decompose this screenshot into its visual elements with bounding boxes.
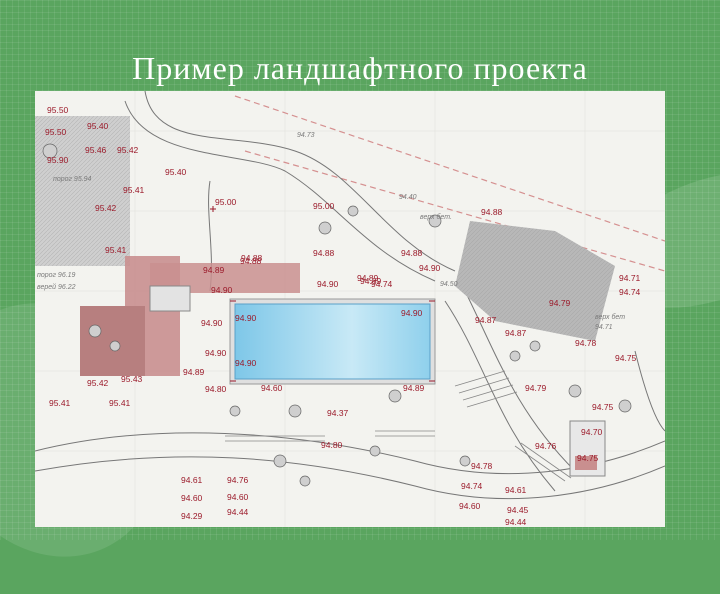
annotation-label: порог 95.94 — [53, 176, 92, 183]
elevation-label: 94.40 — [399, 194, 417, 201]
elevation-label: 94.90 — [419, 263, 441, 273]
elevation-label: 95.41 — [105, 245, 127, 255]
gazebo-deck — [80, 306, 145, 376]
elevation-label: 94.60 — [227, 492, 249, 502]
elevation-label: 94.37 — [327, 408, 349, 418]
elevation-label: 94.79 — [525, 383, 547, 393]
elevation-label: 95.50 — [47, 105, 69, 115]
shrubs — [42, 143, 632, 487]
bottom-right-deck — [575, 456, 597, 470]
elevation-label: 94.88 — [241, 253, 263, 263]
elevation-label: 94.74 — [371, 279, 393, 289]
elevation-label: 95.41 — [49, 398, 71, 408]
elevation-label: 94.79 — [549, 298, 571, 308]
elevation-label: 94.88 — [313, 248, 335, 258]
elevation-label: 94.90 — [211, 285, 233, 295]
annotation-label: верх бет — [595, 313, 625, 321]
elevation-label: 94.90 — [401, 308, 423, 318]
elevation-label: 95.41 — [123, 185, 145, 195]
elevation-label: 95.40 — [87, 121, 109, 131]
elevation-label: 94.89 — [403, 383, 425, 393]
annotation-label: верх бет. — [420, 213, 452, 221]
terrace-building-block — [149, 285, 191, 312]
elevation-label: 94.90 — [235, 358, 257, 368]
elevation-label: 94.73 — [297, 132, 315, 139]
elevation-label: 94.78 — [575, 338, 597, 348]
elevation-label: 94.89 — [360, 276, 382, 286]
right-building-hatch — [455, 221, 615, 341]
elevation-label: 94.89 — [183, 367, 205, 377]
elevation-label: 94.80 — [205, 384, 227, 394]
elevation-label: 94.88 — [240, 256, 262, 266]
elevation-label: 94.76 — [227, 475, 249, 485]
elevation-labels: 95.50 95.40 95.50 95.46 95.42 95.90 95.4… — [45, 105, 641, 527]
plan-annotations: порог 95.94 порог 96.19 верей 96.22 верх… — [37, 176, 625, 331]
elevation-label: 94.44 — [505, 517, 527, 527]
annotation-label: порог 96.19 — [37, 272, 76, 279]
elevation-label: 94.75 — [615, 353, 637, 363]
elevation-label: 95.42 — [87, 378, 109, 388]
elevation-label: 94.87 — [475, 315, 497, 325]
elevation-label: 95.50 — [45, 127, 67, 137]
annotation-label: верей 96.22 — [37, 283, 76, 291]
elevation-label: 95.40 — [165, 167, 187, 177]
elevation-label: 95.00 — [313, 201, 335, 211]
elevation-label: 94.90 — [205, 348, 227, 358]
elevation-label: 94.90 — [201, 318, 223, 328]
elevation-label: 94.74 — [461, 481, 483, 491]
elevation-markers — [210, 206, 435, 382]
slide-title: Пример ландшафтного проекта — [132, 50, 588, 86]
elevation-label: 94.61 — [181, 475, 203, 485]
left-building-hatch — [35, 116, 130, 266]
swimming-pool — [234, 303, 431, 380]
elevation-label: 94.70 — [581, 427, 603, 437]
steps — [225, 370, 572, 482]
elevation-label: 94.61 — [505, 485, 527, 495]
elevation-label: 94.88 — [481, 207, 503, 217]
elevation-label: 94.90 — [317, 279, 339, 289]
elevation-label: 95.00 — [215, 197, 237, 207]
annotation-label: 94.50 — [440, 281, 458, 288]
elevation-label: 94.87 — [505, 328, 527, 338]
elevation-label: 94.75 — [577, 453, 599, 463]
landscape-plan-image: 95.50 95.40 95.50 95.46 95.42 95.90 95.4… — [35, 91, 665, 527]
elevation-label: 94.45 — [507, 505, 529, 515]
elevation-label: 94.89 — [203, 265, 225, 275]
elevation-label: 94.74 — [619, 287, 641, 297]
elevation-label: 94.60 — [459, 501, 481, 511]
elevation-label: 95.46 — [85, 145, 107, 155]
elevation-label: 94.60 — [181, 493, 203, 503]
elevation-label: 94.44 — [227, 507, 249, 517]
elevation-label: 94.29 — [181, 511, 203, 521]
annotation-label: 94.71 — [595, 324, 613, 331]
elevation-label: 94.75 — [592, 402, 614, 412]
elevation-label: 95.42 — [117, 145, 139, 155]
elevation-label: 94.60 — [261, 383, 283, 393]
elevation-label: 95.43 — [121, 374, 143, 384]
elevation-label: 94.78 — [471, 461, 493, 471]
landscape-plan-drawing: 95.50 95.40 95.50 95.46 95.42 95.90 95.4… — [35, 91, 665, 527]
property-lines — [234, 95, 665, 272]
elevation-label: 94.71 — [619, 273, 641, 283]
elevation-label: 94.90 — [235, 313, 257, 323]
elevation-label: 95.41 — [109, 398, 131, 408]
elevation-label: 94.80 — [321, 440, 343, 450]
elevation-label: 95.42 — [95, 203, 117, 213]
elevation-label: 94.76 — [535, 441, 557, 451]
elevation-label: 94.89 — [357, 273, 379, 283]
elevation-label: 94.88 — [401, 248, 423, 258]
elevation-label: 95.90 — [47, 155, 69, 165]
